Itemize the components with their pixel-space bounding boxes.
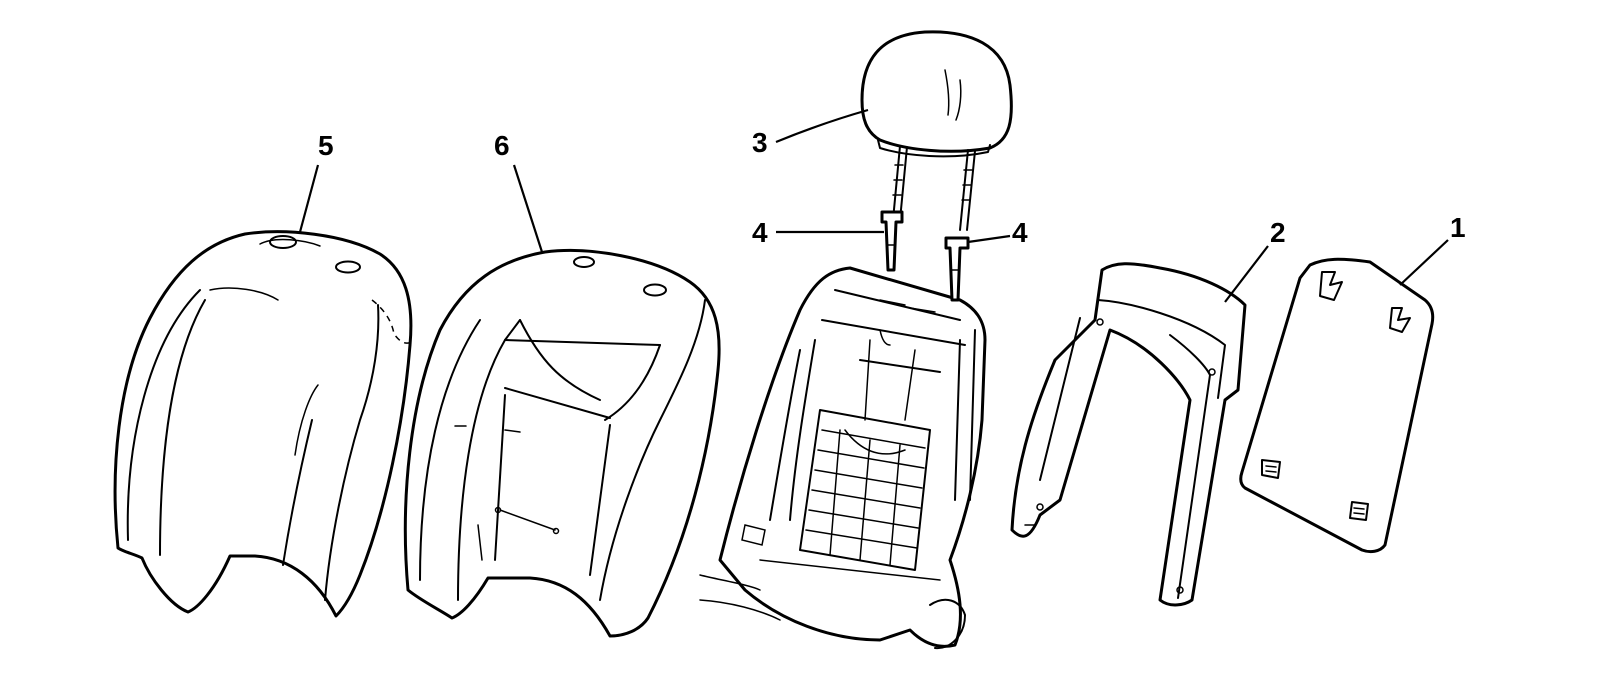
callout-labels: 5 6 3 4 4 2 1: [318, 127, 1466, 248]
part-4-headrest-guide-right: [944, 236, 970, 302]
callout-4-right: 4: [1012, 217, 1028, 248]
leader-3: [775, 108, 869, 144]
part-2-rear-panel-bezel: [1010, 262, 1247, 607]
part-1-rear-panel: [1239, 257, 1435, 554]
callout-3: 3: [752, 127, 768, 158]
leader-lines: [298, 108, 1449, 303]
callout-2: 2: [1270, 217, 1286, 248]
part-4-headrest-guide-left: [880, 210, 904, 272]
part-3-headrest: [860, 30, 1013, 231]
leader-5: [298, 164, 320, 233]
callout-5: 5: [318, 130, 334, 161]
part-5-seatback-trim-cover: [113, 230, 413, 618]
leader-4-right: [967, 234, 1011, 244]
seatback-frame: [699, 266, 987, 650]
callout-6: 6: [494, 130, 510, 161]
leader-2: [1224, 245, 1269, 303]
leader-1: [1399, 239, 1449, 286]
part-6-seatback-pad: [403, 248, 721, 638]
callout-1: 1: [1450, 212, 1466, 243]
callout-4-left: 4: [752, 217, 768, 248]
leader-6: [512, 164, 544, 253]
